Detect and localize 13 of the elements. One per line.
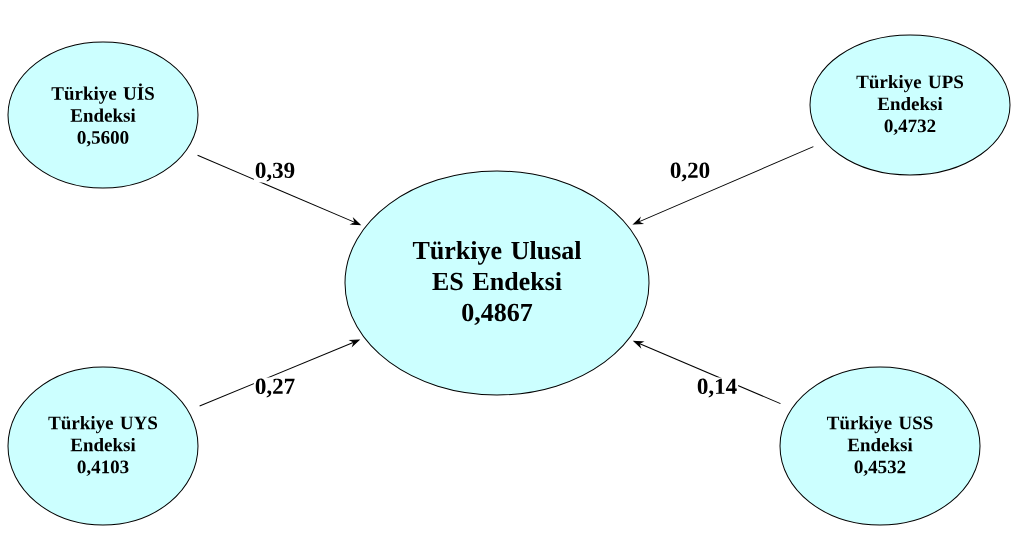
ellipse-node: Türkiye UPS Endeksi 0,4732 [809, 34, 1011, 176]
arrow [633, 340, 781, 405]
edge-label: 0,20 [668, 161, 712, 183]
ellipse-node: Türkiye UYS Endeksi 0,4103 [7, 366, 199, 526]
ellipse-node: Türkiye USS Endeksi 0,4532 [779, 366, 981, 526]
ellipse-node: Türkiye UİS Endeksi 0,5600 [7, 41, 199, 189]
arrow [199, 339, 360, 407]
arrow [633, 146, 814, 225]
edge-label: 0,39 [253, 161, 297, 183]
ellipse-node: Türkiye Ulusal ES Endeksi 0,4867 [344, 170, 650, 396]
arrow [197, 154, 361, 226]
edge-label: 0,14 [695, 377, 739, 399]
edge-label: 0,27 [253, 377, 297, 399]
